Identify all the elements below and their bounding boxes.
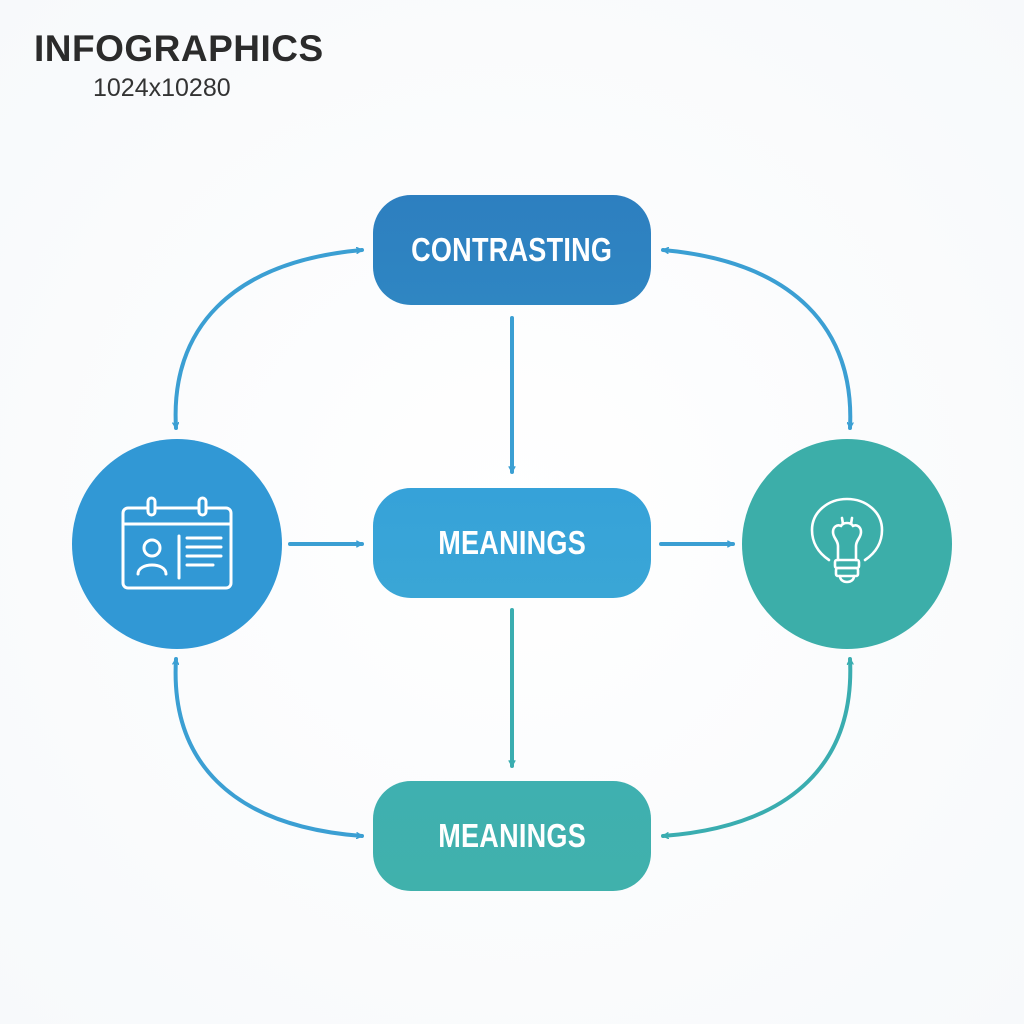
node-contrasting: CONTRASTING (373, 195, 651, 305)
node-meanings-middle: MEANINGS (373, 488, 651, 598)
node-meanings-bottom-label: MEANINGS (438, 817, 586, 854)
arrow-left-to-bottom (176, 657, 364, 836)
page-subtitle: 1024x10280 (93, 74, 231, 102)
id-card-calendar-icon (121, 496, 233, 590)
node-right-circle (742, 439, 952, 649)
arrow-bottom-to-right (661, 657, 850, 836)
page-title: INFOGRAPHICS (34, 28, 324, 69)
arrow-left-to-top (176, 250, 364, 430)
node-contrasting-label: CONTRASTING (411, 231, 613, 268)
node-left-circle (72, 439, 282, 649)
lightbulb-icon (810, 497, 884, 584)
node-meanings-bottom: MEANINGS (373, 781, 651, 891)
node-meanings-middle-label: MEANINGS (438, 524, 586, 561)
arrow-top-to-right (661, 250, 850, 430)
